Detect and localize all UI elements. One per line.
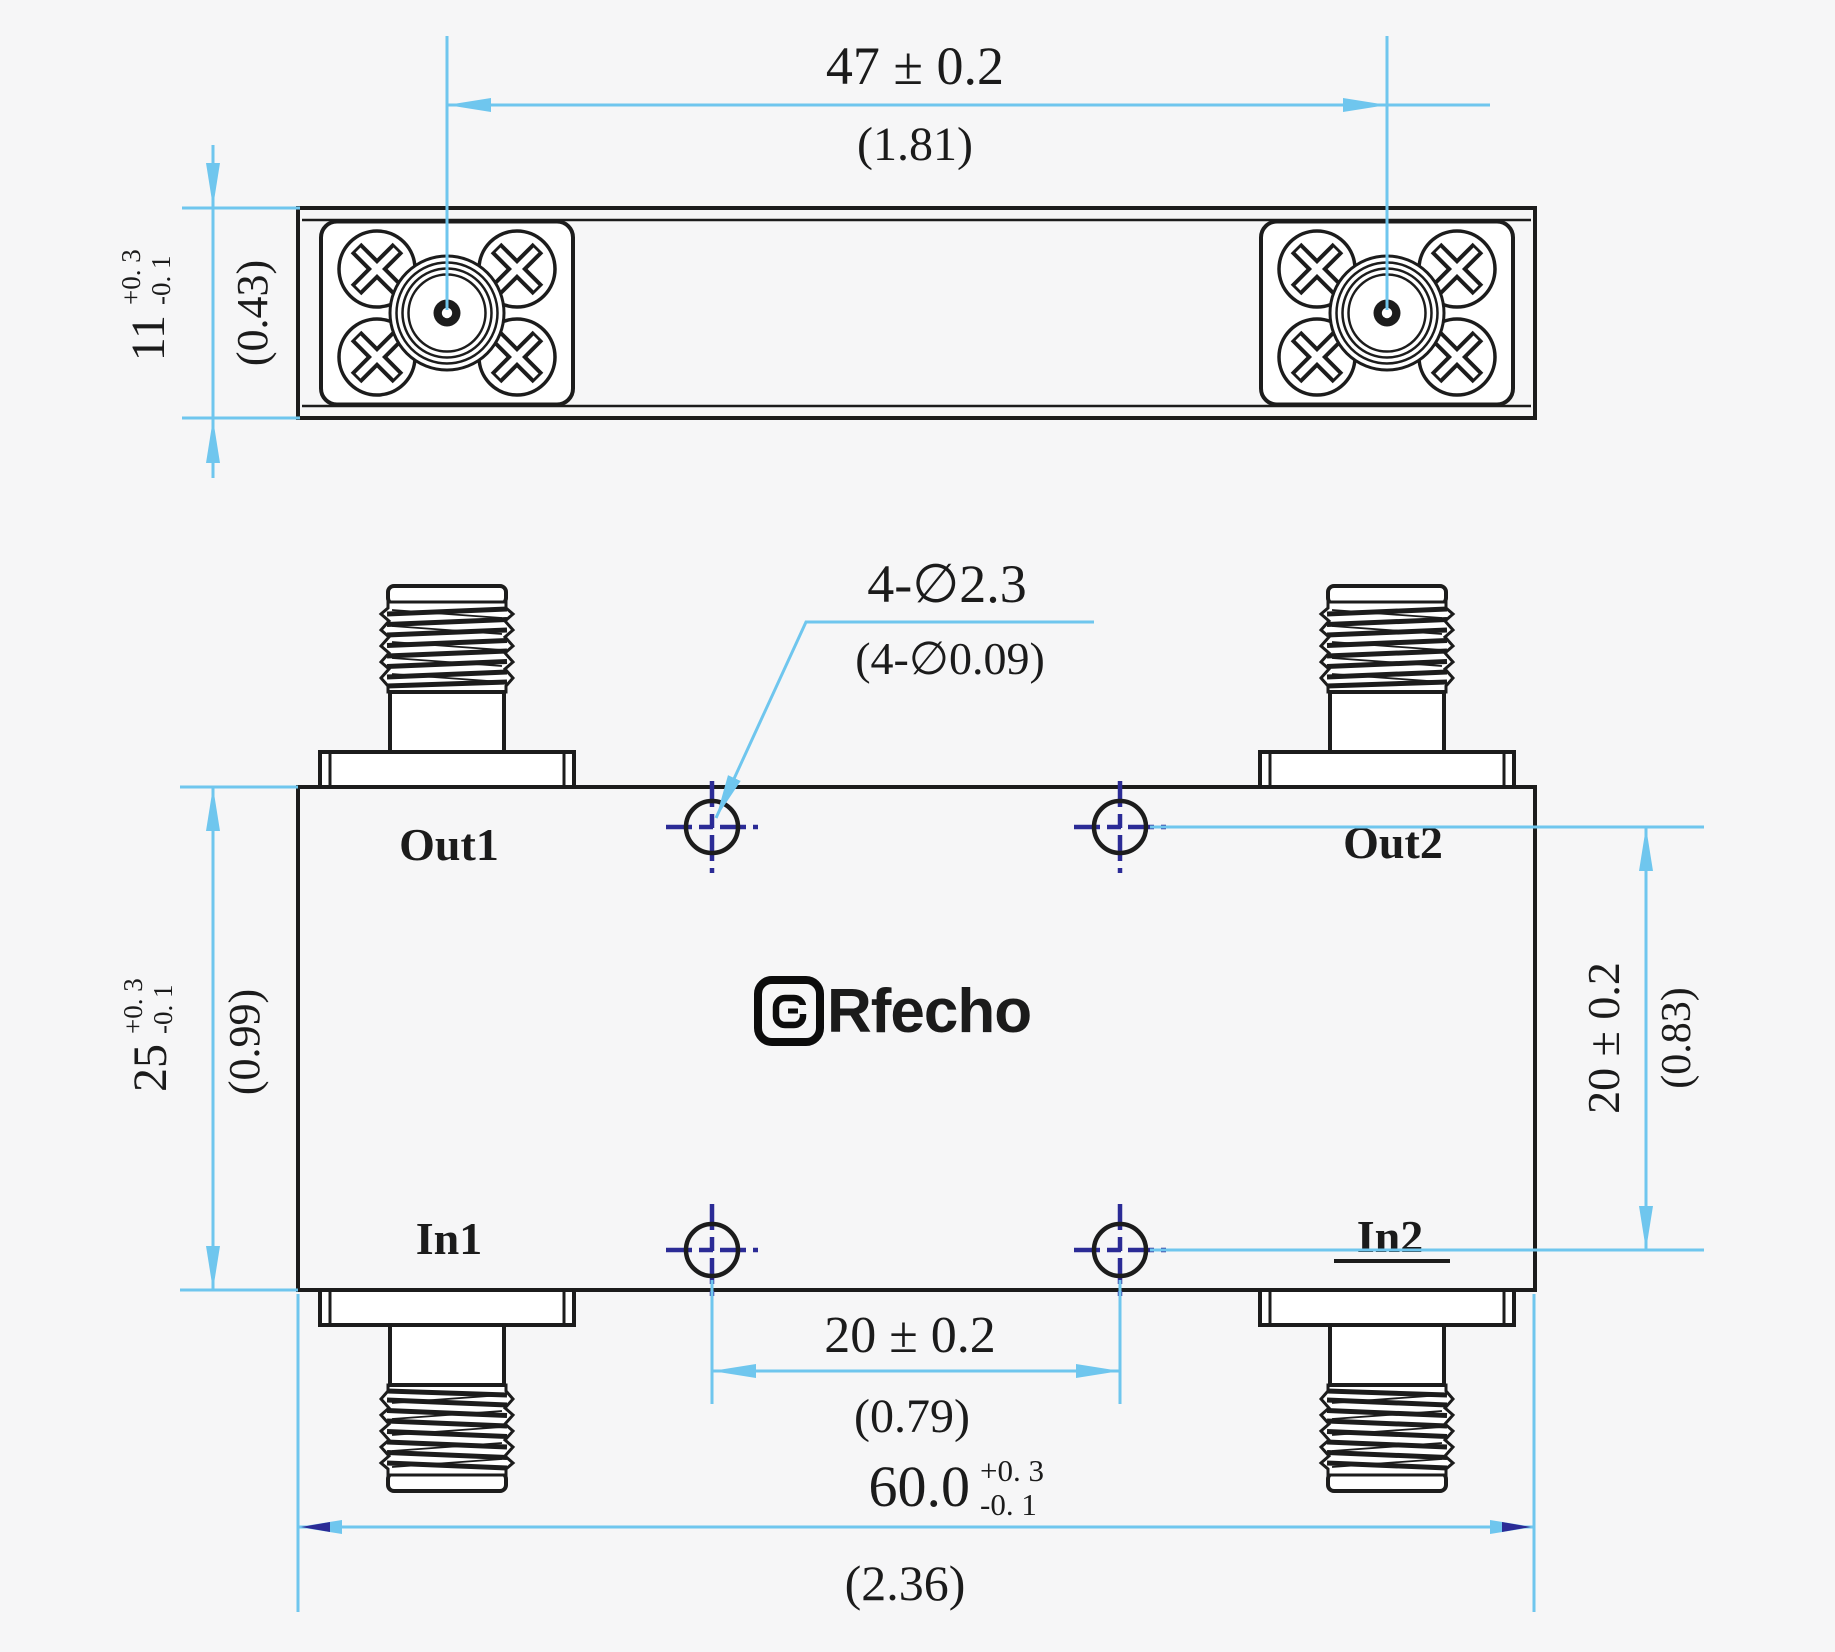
svg-text:-0. 1: -0. 1 (146, 256, 176, 306)
svg-text:11: 11 (122, 315, 175, 361)
dim-connector-spacing-inch: (1.81) (857, 118, 973, 171)
dim-body-length-inch: (2.36) (845, 1555, 966, 1611)
dim-hole-spacing-vertical-lines (1150, 825, 1704, 1252)
svg-text:20 ± 0.2: 20 ± 0.2 (1578, 962, 1629, 1114)
dim-body-width-inch: (0.99) (220, 989, 269, 1095)
dim-hole-spacing-vertical-mm: 20 ± 0.2 (1578, 962, 1629, 1114)
dim-mounting-holes-inch: (4-∅0.09) (855, 633, 1045, 684)
svg-text:+0. 3: +0. 3 (116, 249, 146, 305)
port-label-in2: In2 (1357, 1211, 1423, 1262)
logo-icon (754, 976, 824, 1046)
top-view (296, 206, 1537, 420)
dim-hole-spacing-horizontal-mm: 20 ± 0.2 (824, 1307, 996, 1364)
svg-text:60.0: 60.0 (869, 1454, 971, 1519)
dim-body-thickness-lines (182, 145, 300, 478)
dim-mounting-holes-mm: 4-∅2.3 (867, 554, 1027, 614)
svg-text:-0. 1: -0. 1 (148, 985, 178, 1035)
port-label-out1: Out1 (399, 819, 499, 870)
dim-body-thickness-inch: (0.43) (228, 260, 277, 366)
logo-text: Rfecho (827, 977, 1031, 1046)
dim-body-length-mm: 60.0 +0. 3 -0. 1 (869, 1453, 1044, 1522)
svg-text:(0.83): (0.83) (1654, 987, 1700, 1088)
dim-connector-spacing-mm: 47 ± 0.2 (826, 36, 1004, 96)
front-view: Out1 Out2 In1 In2 Rfecho (296, 586, 1537, 1491)
arrow-core-left (301, 1522, 330, 1532)
port-label-in1: In1 (416, 1213, 482, 1264)
dim-body-width-lines (180, 785, 298, 1292)
svg-text:+0. 3: +0. 3 (118, 978, 148, 1034)
brand-logo: Rfecho (754, 976, 1032, 1046)
dim-body-length-lines (296, 1294, 1536, 1612)
svg-text:+0. 3: +0. 3 (980, 1453, 1044, 1488)
dim-connector-spacing-lines (445, 36, 1490, 310)
svg-text:25: 25 (124, 1044, 177, 1092)
dim-hole-spacing-vertical-inch: (0.83) (1654, 987, 1700, 1088)
svg-text:-0. 1: -0. 1 (980, 1487, 1037, 1522)
dim-hole-spacing-horizontal-inch: (0.79) (854, 1390, 970, 1443)
mounting-holes-leader-line (714, 620, 1094, 819)
port-label-out2: Out2 (1343, 817, 1443, 868)
svg-text:(0.43): (0.43) (228, 260, 277, 366)
svg-text:(0.99): (0.99) (220, 989, 269, 1095)
dim-body-width-mm: 25 +0. 3 -0. 1 (118, 978, 178, 1092)
arrow-core-right (1502, 1522, 1531, 1532)
dim-hole-spacing-horizontal-lines (710, 1280, 1122, 1404)
dim-body-thickness-mm: 11 +0. 3 -0. 1 (116, 249, 176, 361)
